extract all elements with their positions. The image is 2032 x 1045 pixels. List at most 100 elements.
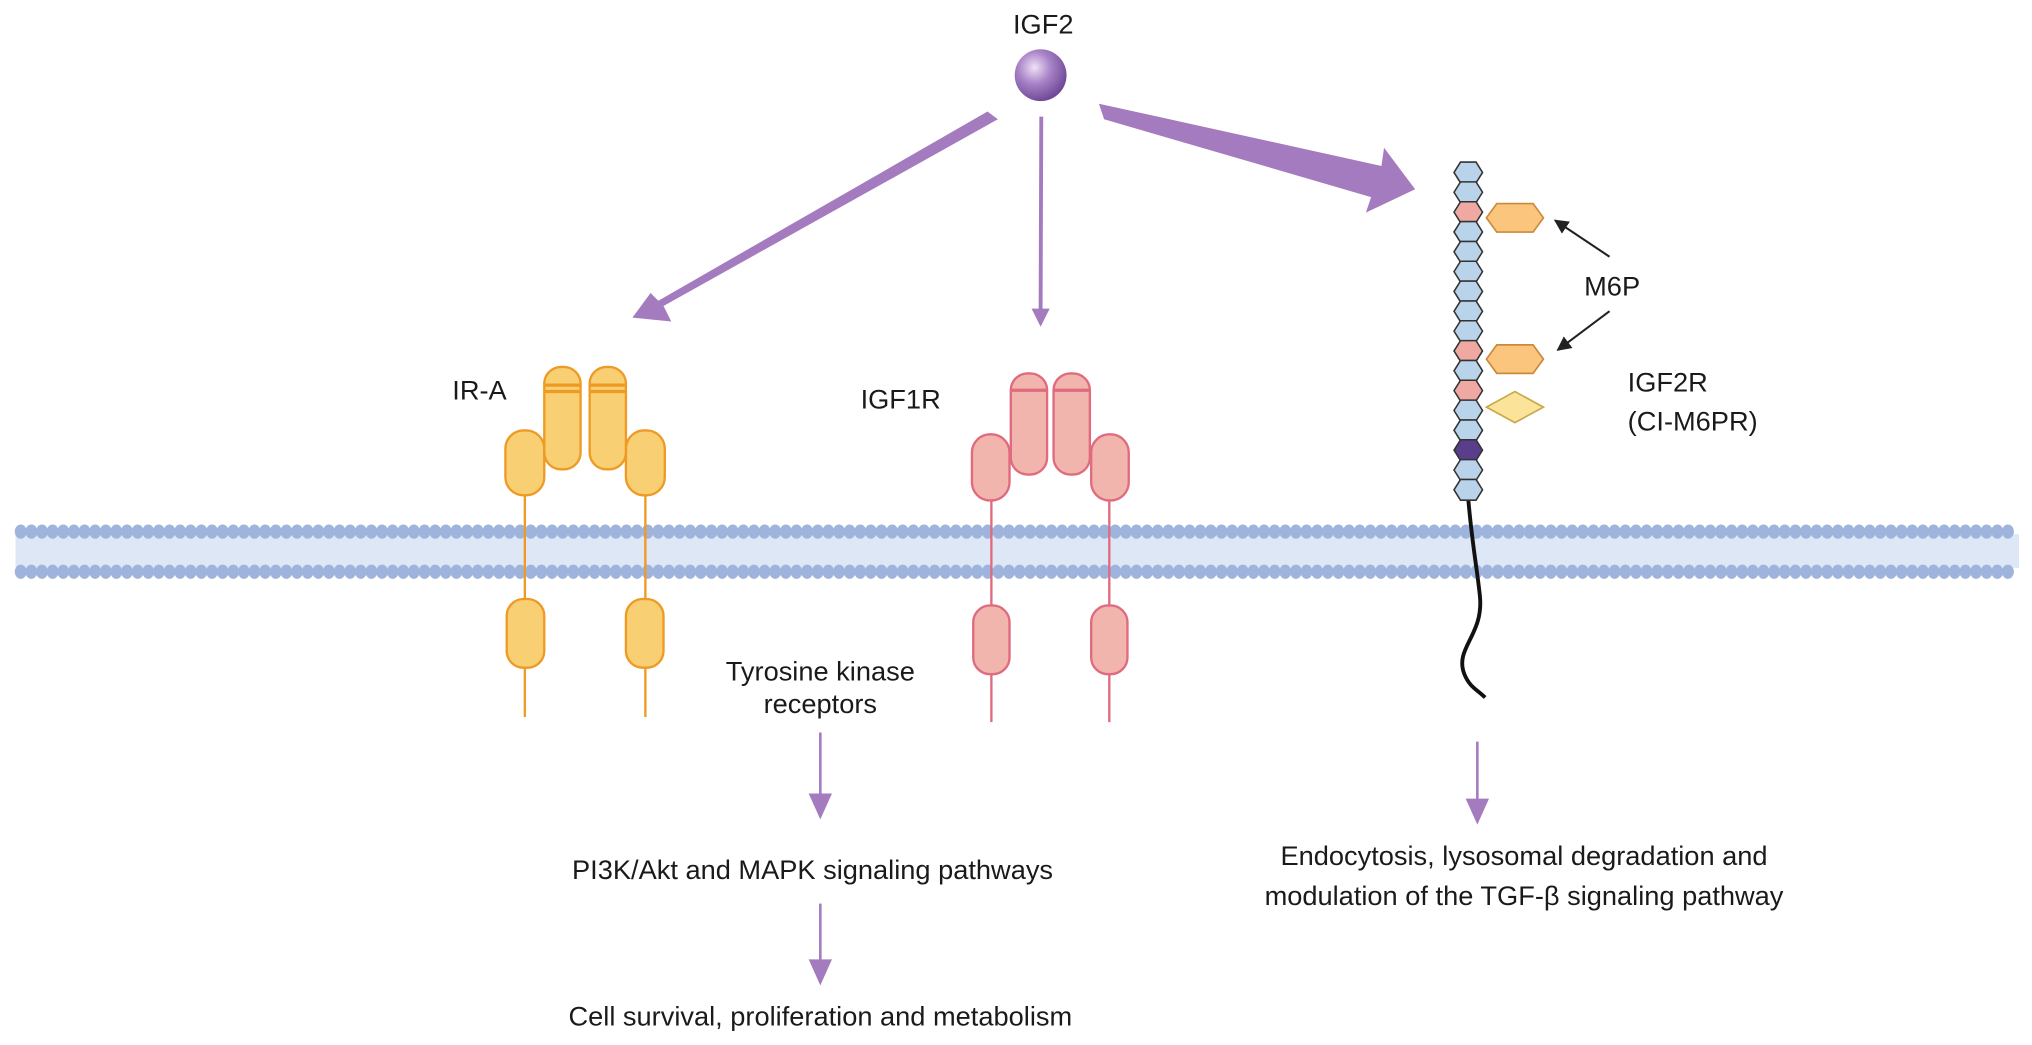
lipid-head-inner <box>896 564 909 579</box>
lipid-head-inner <box>121 564 133 579</box>
lipid-head-outer <box>620 524 633 539</box>
lipid-head-inner <box>1693 564 1706 579</box>
lipid-head-outer <box>1778 524 1791 539</box>
igf1r-inner-right <box>1052 372 1092 476</box>
igf2r-transmembrane-tail <box>1460 498 1487 699</box>
lipid-head-outer <box>1385 524 1398 539</box>
lipid-head-inner <box>1885 564 1897 579</box>
lipid-head-inner <box>843 564 856 579</box>
lipid-head-outer <box>110 524 123 539</box>
lipid-head-inner <box>237 564 250 579</box>
lipid-head-inner <box>471 564 484 579</box>
lipid-head-inner <box>67 564 80 579</box>
lipid-head-inner <box>503 564 516 579</box>
lipid-head-outer <box>1268 524 1281 539</box>
lipid-head-inner <box>705 564 718 579</box>
lipid-head-outer <box>673 524 686 539</box>
lipid-head-inner <box>1906 564 1919 579</box>
lipid-head-inner <box>673 564 686 579</box>
igf2r-domain-bead <box>1453 161 1484 184</box>
lipid-head-outer <box>1226 524 1239 539</box>
lipid-head-inner <box>1226 564 1239 579</box>
lipid-head-inner <box>1640 564 1653 579</box>
lipid-head-outer <box>280 524 293 539</box>
lipid-head-outer <box>1013 524 1026 539</box>
lipid-head-inner <box>1236 564 1249 579</box>
lipid-head-inner <box>1289 564 1302 579</box>
lipid-head-outer <box>259 524 272 539</box>
lipid-head-outer <box>758 524 771 539</box>
lipid-head-inner <box>14 564 27 579</box>
lipid-head-outer <box>344 524 357 539</box>
lipid-head-inner <box>301 564 314 579</box>
cell-membrane <box>14 524 2020 579</box>
lipid-head-outer <box>46 524 59 539</box>
lipid-head-inner <box>1374 564 1387 579</box>
lipid-head-inner <box>259 564 272 579</box>
lipid-head-outer <box>1003 524 1015 539</box>
lipid-head-inner <box>1024 564 1037 579</box>
lipid-head-inner <box>1215 564 1228 579</box>
lipid-head-outer <box>694 524 707 539</box>
lipid-head-outer <box>248 524 261 539</box>
m6p-pointer-arrow-1 <box>1553 219 1611 258</box>
arrow-igf2-to-ir-a <box>632 111 998 322</box>
lipid-head-outer <box>1406 524 1419 539</box>
lipid-head-inner <box>1916 564 1929 579</box>
lipid-head-inner <box>992 564 1005 579</box>
lipid-head-inner <box>1481 564 1494 579</box>
lipid-head-inner <box>918 564 930 579</box>
lipid-head-outer <box>36 524 48 539</box>
lipid-head-outer <box>1693 524 1706 539</box>
lipid-head-outer <box>1481 524 1494 539</box>
lipid-head-inner <box>886 564 899 579</box>
lipid-head-inner <box>1311 564 1324 579</box>
igf1r-label: IGF1R <box>861 383 941 414</box>
lipid-head-outer <box>1374 524 1387 539</box>
lipid-head-outer <box>875 524 888 539</box>
lipid-head-outer <box>14 524 27 539</box>
lipid-head-outer <box>1980 524 1993 539</box>
igf2r-domain-bead <box>1453 300 1484 323</box>
lipid-head-outer <box>748 524 760 539</box>
lipid-head-outer <box>854 524 867 539</box>
lipid-head-inner <box>928 564 941 579</box>
lipid-head-outer <box>1258 524 1271 539</box>
lipid-head-inner <box>1800 564 1812 579</box>
lipid-head-inner <box>386 564 399 579</box>
lipid-head-inner <box>833 564 845 579</box>
lipid-head-inner <box>1895 564 1908 579</box>
igf2r-effects-line1: Endocytosis, lysosomal degradation and <box>1280 840 1767 871</box>
lipid-head-outer <box>1576 524 1589 539</box>
lipid-head-outer <box>407 524 420 539</box>
lipid-head-inner <box>822 564 835 579</box>
lipid-head-inner <box>748 564 760 579</box>
lipid-head-outer <box>1683 524 1696 539</box>
lipid-head-inner <box>971 564 984 579</box>
lipid-head-inner <box>152 564 165 579</box>
lipid-head-outer <box>1459 524 1472 539</box>
igf2r-domain-bead <box>1453 478 1484 501</box>
lipid-head-outer <box>1332 524 1345 539</box>
lipid-head-outer <box>439 524 452 539</box>
lipid-head-outer <box>907 524 920 539</box>
lipid-head-inner <box>1438 564 1451 579</box>
lipid-head-inner <box>1406 564 1419 579</box>
lipid-head-outer <box>206 524 218 539</box>
lipid-head-outer <box>949 524 962 539</box>
lipid-head-outer <box>1343 524 1356 539</box>
lipid-head-outer <box>121 524 133 539</box>
lipid-head-outer <box>1215 524 1228 539</box>
arrow-tk-to-pathways <box>808 732 832 820</box>
lipid-head-outer <box>1491 524 1504 539</box>
lipid-head-inner <box>1938 564 1951 579</box>
lipid-head-inner <box>227 564 240 579</box>
igf1r-receptor <box>970 372 1130 723</box>
lipid-head-inner <box>1034 564 1047 579</box>
lipid-head-outer <box>78 524 91 539</box>
lipid-head-inner <box>344 564 357 579</box>
lipid-head-outer <box>1247 524 1260 539</box>
lipid-head-outer <box>1736 524 1749 539</box>
lipid-head-outer <box>631 524 644 539</box>
lipid-head-outer <box>1598 524 1611 539</box>
